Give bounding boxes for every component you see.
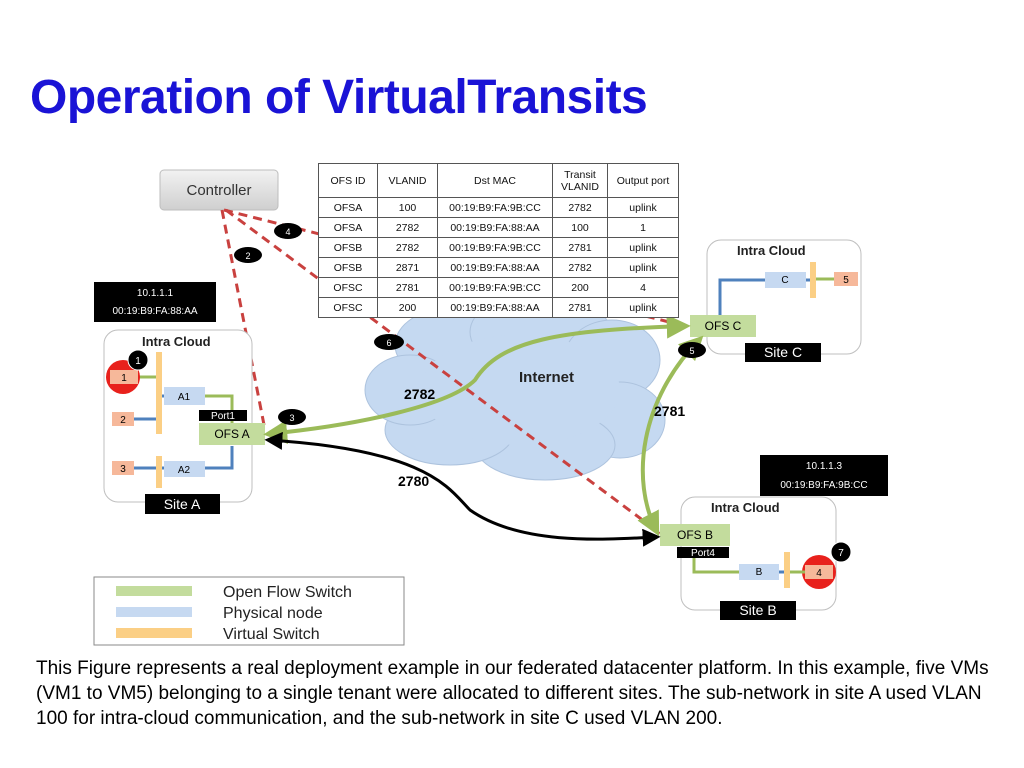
svg-text:5: 5	[843, 275, 849, 286]
site-a-info-box	[94, 282, 216, 322]
legend-node: Physical node	[223, 605, 323, 622]
svg-text:A2: A2	[178, 465, 191, 476]
site-b-label: Site B	[739, 602, 776, 618]
site-a-port	[199, 410, 247, 421]
network-diagram: Internet Controller Intra Cloud 1 2 3 A1…	[93, 169, 888, 646]
site-b-info-box	[760, 455, 888, 496]
vlan-label-2781: 2781	[654, 403, 685, 419]
svg-text:10.1.1.1: 10.1.1.1	[137, 288, 174, 299]
svg-text:3: 3	[120, 464, 126, 475]
svg-text:4: 4	[285, 227, 290, 237]
site-a-vm1[interactable]	[110, 370, 138, 384]
svg-text:1: 1	[135, 356, 141, 367]
legend-ofs: Open Flow Switch	[223, 584, 352, 601]
svg-text:2: 2	[245, 251, 250, 261]
site-a-vswitch-bottom	[156, 456, 162, 488]
figure-caption: This Figure represents a real deployment…	[36, 658, 989, 729]
svg-text:Port1: Port1	[211, 411, 235, 422]
legend: Open Flow Switch Physical node Virtual S…	[93, 576, 405, 646]
svg-text:3: 3	[289, 413, 294, 423]
site-c-label-box	[745, 343, 821, 362]
svg-text:00:19:B9:FA:9B:CC: 00:19:B9:FA:9B:CC	[780, 480, 867, 491]
legend-swatch-node	[116, 607, 192, 617]
path-ofsa-ofsc	[263, 314, 691, 445]
svg-text:C: C	[781, 275, 788, 286]
svg-text:OFS A: OFS A	[214, 427, 249, 441]
flow-table-header: OFS ID VLANID Dst MAC Transit VLANID Out…	[318, 163, 679, 198]
site-c-label: Site C	[764, 344, 802, 360]
site-b-vm4[interactable]	[805, 565, 833, 579]
svg-text:2: 2	[120, 415, 126, 426]
site-a-node-a2[interactable]	[164, 461, 205, 477]
svg-text:OFS C: OFS C	[705, 319, 742, 333]
vlan-label-2782: 2782	[404, 386, 435, 402]
svg-text:10.1.1.3: 10.1.1.3	[806, 461, 843, 472]
step-badges: 1 2 3 4 5 6 7	[127, 223, 852, 563]
svg-text:4: 4	[816, 568, 822, 579]
site-b-vswitch	[784, 552, 790, 588]
legend-swatch-vswitch	[116, 628, 192, 638]
svg-text:B: B	[756, 567, 763, 578]
svg-text:1: 1	[121, 373, 127, 384]
site-b-node-b[interactable]	[739, 564, 779, 580]
svg-text:7: 7	[838, 548, 844, 559]
controller-box	[159, 169, 279, 211]
site-a-vm2[interactable]	[112, 412, 134, 426]
site-a-vswitch-top	[156, 352, 162, 434]
svg-text:Port4: Port4	[691, 548, 715, 559]
site-a-label: Site A	[164, 496, 201, 512]
path-ofsa-ofsb	[264, 431, 661, 547]
flow-table: OFS ID VLANID Dst MAC Transit VLANID Out…	[318, 163, 679, 318]
site-b-cloud-label: Intra Cloud	[711, 500, 780, 515]
site-c-node-c[interactable]	[765, 272, 806, 288]
svg-text:OFS B: OFS B	[677, 528, 713, 542]
site-c-vm5[interactable]	[834, 272, 858, 286]
legend-swatch-ofs	[116, 586, 192, 596]
site-a-vm3[interactable]	[112, 461, 134, 475]
svg-text:6: 6	[386, 338, 391, 348]
site-a-cloud-label: Intra Cloud	[142, 334, 211, 349]
site-b-port	[677, 547, 729, 558]
site-b-label-box	[720, 601, 796, 620]
site-c-vswitch	[810, 262, 816, 298]
site-a-label-box	[145, 494, 220, 514]
page-title: Operation of VirtualTransits	[30, 71, 648, 124]
svg-text:00:19:B9:FA:88:AA: 00:19:B9:FA:88:AA	[112, 306, 197, 317]
controller-label: Controller	[186, 182, 251, 199]
site-c-cloud-label: Intra Cloud	[737, 243, 806, 258]
internet-label: Internet	[519, 369, 574, 386]
ofs-a[interactable]	[199, 423, 265, 445]
ofs-c[interactable]	[690, 315, 756, 337]
svg-text:A1: A1	[178, 392, 191, 403]
svg-text:5: 5	[689, 346, 694, 356]
legend-vswitch: Virtual Switch	[223, 626, 320, 643]
vlan-label-2780: 2780	[398, 473, 429, 489]
site-a-node-a1[interactable]	[164, 387, 205, 405]
